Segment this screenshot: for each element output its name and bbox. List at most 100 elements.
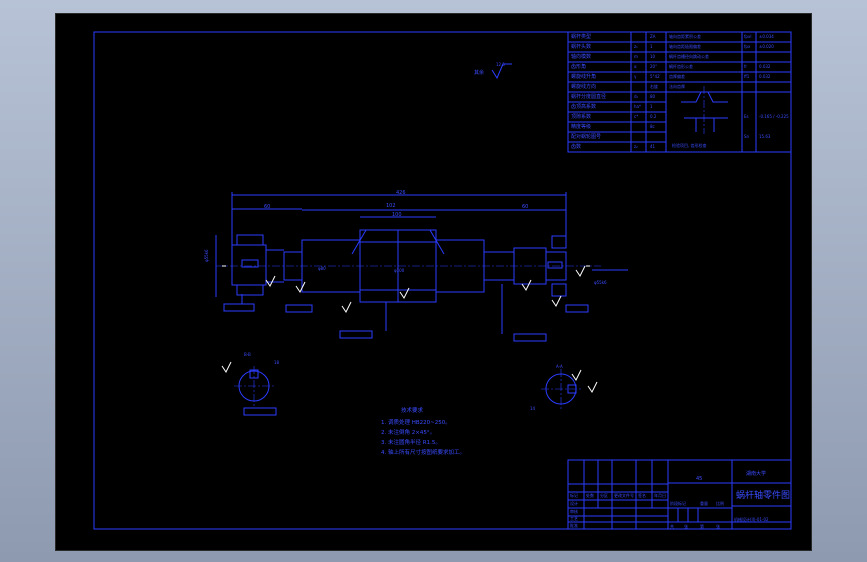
params-left-val-6: 80 (650, 94, 656, 99)
dim-keyway-left: 18 (274, 360, 280, 365)
title-scale-label: 比例 (716, 500, 724, 506)
technical-requirements: 技术要求 1. 调质处理 HB220~250。 2. 未注倒角 2×45°。 3… (381, 406, 465, 456)
title-part-name: 蜗杆轴零件图 (736, 489, 790, 501)
dim-center-b: φ80 (318, 266, 326, 271)
params-left-val-1: 1 (650, 44, 653, 49)
section-left-label: B-B (244, 352, 251, 357)
params-left-val-7: 1 (650, 104, 653, 109)
params-right-sym-2: fr (744, 64, 747, 69)
params-left-val-2: 10 (650, 54, 656, 59)
roughness-other-value: 12.5 (496, 62, 505, 67)
params-right-2: 蜗杆齿槽径向跳动公差 (669, 53, 709, 59)
dim-keyway-right: 14 (530, 406, 536, 411)
params-left-4: 螺旋线升角 (571, 73, 596, 80)
title-sheet-2: 第 (700, 523, 704, 529)
params-left-sym-1: z₁ (634, 44, 638, 49)
shaft-main-view (216, 229, 601, 303)
params-left-5: 螺旋线方向 (571, 83, 596, 90)
params-left-2: 轴向模数 (571, 53, 591, 60)
tech-req-item-1: 1. 调质处理 HB220~250。 (381, 418, 451, 426)
params-left-11: 齿数 (571, 143, 581, 150)
params-left-sym-7: ha* (634, 104, 641, 109)
dim-d1: 60 (264, 204, 270, 210)
params-left-val-9: 8c (650, 124, 655, 129)
params-right-val-1: ±0.020 (759, 44, 774, 49)
roughness-marks (265, 265, 586, 313)
params-right-0: 轴向齿距累积公差 (669, 33, 701, 39)
title-row-label-0: 标记 (570, 492, 578, 498)
title-row-label-1: 处数 (586, 492, 594, 498)
params-right-val-0: ±0.034 (759, 34, 774, 39)
dimension-lines: 426 60 102 100 60 φ55k6 φ55k6 φ100 φ80 (204, 190, 628, 342)
params-left-sym-11: z₂ (634, 144, 638, 149)
title-school: 湖南大学 (746, 470, 766, 477)
dim-d2: 102 (386, 203, 396, 209)
section-view-left: B-B 18 (221, 352, 280, 416)
params-left-sym-6: d₁ (634, 94, 639, 99)
params-left-10: 配对蜗轮图号 (571, 133, 601, 140)
tech-req-item-4: 4. 轴上所有尺寸按图纸要求加工。 (381, 448, 465, 456)
dim-overall: 426 (396, 190, 406, 196)
roughness-symbol-other: 12.5 (491, 62, 512, 80)
section-view-right: A-A 14 (530, 364, 598, 411)
title-weight-label: 重量 (700, 500, 708, 506)
title-row-label-3: 更改文件号 (614, 492, 634, 498)
title-role-1: 审核 (570, 508, 578, 514)
tech-req-item-3: 3. 未注圆角半径 R1.5。 (381, 438, 441, 446)
params-right-1: 轴向齿距极限偏差 (669, 43, 701, 49)
params-right-sym-0: fpxl (744, 34, 751, 39)
params-left-1: 蜗杆头数 (571, 43, 591, 50)
tech-req-item-2: 2. 未注倒角 2×45°。 (381, 428, 435, 436)
title-row-label-5: 年月日 (654, 492, 666, 498)
params-left-val-11: 41 (650, 144, 656, 149)
params-right-val-4: -0.165 / -0.225 (759, 114, 789, 119)
params-right-sym-1: fpx (744, 44, 751, 49)
params-left-3: 齿形角 (571, 63, 586, 70)
dim-d4: 60 (522, 204, 528, 210)
title-material: 45 (696, 476, 702, 482)
params-left-sym-4: γ (634, 74, 637, 79)
params-right-val-5: 15.63 (759, 134, 771, 139)
tech-req-heading: 技术要求 (401, 406, 424, 414)
dim-center-a: φ100 (394, 268, 405, 273)
dim-d3: 100 (392, 212, 402, 218)
params-left-sym-3: α (634, 64, 637, 69)
params-left-6: 蜗杆分度圆直径 (571, 93, 606, 100)
keyway-right (547, 261, 563, 269)
dim-phi-right: φ55k6 (594, 280, 607, 285)
params-left-val-5: 右旋 (650, 83, 658, 89)
drawing-border (93, 31, 792, 530)
title-sheet-1: 张 (684, 523, 688, 529)
title-row-label-2: 分区 (600, 492, 608, 498)
title-role-2: 工艺 (570, 516, 578, 521)
roughness-other-label: 其余 (474, 69, 484, 76)
title-sheet-0: 共 (670, 523, 674, 529)
params-right-5: 法向齿厚 (669, 83, 685, 89)
params-left-7: 齿顶高系数 (571, 103, 596, 110)
drawing-canvas: 蜗杆类型 蜗杆头数 轴向模数 齿形角 螺旋线升角 螺旋线方向 蜗杆分度圆直径 齿… (93, 31, 792, 530)
params-left-val-4: 5°42′ (650, 74, 661, 79)
params-left-val-3: 20° (650, 64, 657, 69)
params-right-4: 齿厚偏差 (669, 73, 685, 79)
title-block: 45 湖南大学 蜗杆轴零件图 机械设计(II)-01-02 标记 处数 分区 更… (567, 459, 792, 530)
params-left-val-8: 0.2 (650, 114, 657, 119)
params-left-val-0: ZA (650, 34, 656, 39)
params-right-sym-5: Sn (744, 134, 750, 139)
cad-viewport[interactable]: 蜗杆类型 蜗杆头数 轴向模数 齿形角 螺旋线升角 螺旋线方向 蜗杆分度圆直径 齿… (55, 13, 812, 551)
params-right-val-2: 0.032 (759, 64, 771, 69)
params-left-8: 顶隙系数 (571, 113, 591, 120)
keyway-left (241, 259, 259, 268)
dim-phi-left: φ55k6 (204, 249, 209, 262)
tooth-profile-sketch (681, 86, 728, 134)
params-left-sym-2: m (634, 54, 638, 59)
section-right-label: A-A (556, 364, 563, 369)
params-right-3: 蜗杆齿形公差 (669, 63, 693, 69)
title-stage-label: 阶段标记 (670, 500, 686, 506)
params-note: 检验项目, 齿形检查 (672, 142, 707, 148)
parameter-table: 蜗杆类型 蜗杆头数 轴向模数 齿形角 螺旋线升角 螺旋线方向 蜗杆分度圆直径 齿… (567, 31, 792, 153)
params-left-0: 蜗杆类型 (571, 33, 591, 40)
params-right-sym-3: ff1 (744, 74, 750, 79)
params-right-val-3: 0.032 (759, 74, 771, 79)
title-role-0: 设计 (570, 500, 578, 506)
title-sheet-3: 张 (716, 523, 720, 529)
